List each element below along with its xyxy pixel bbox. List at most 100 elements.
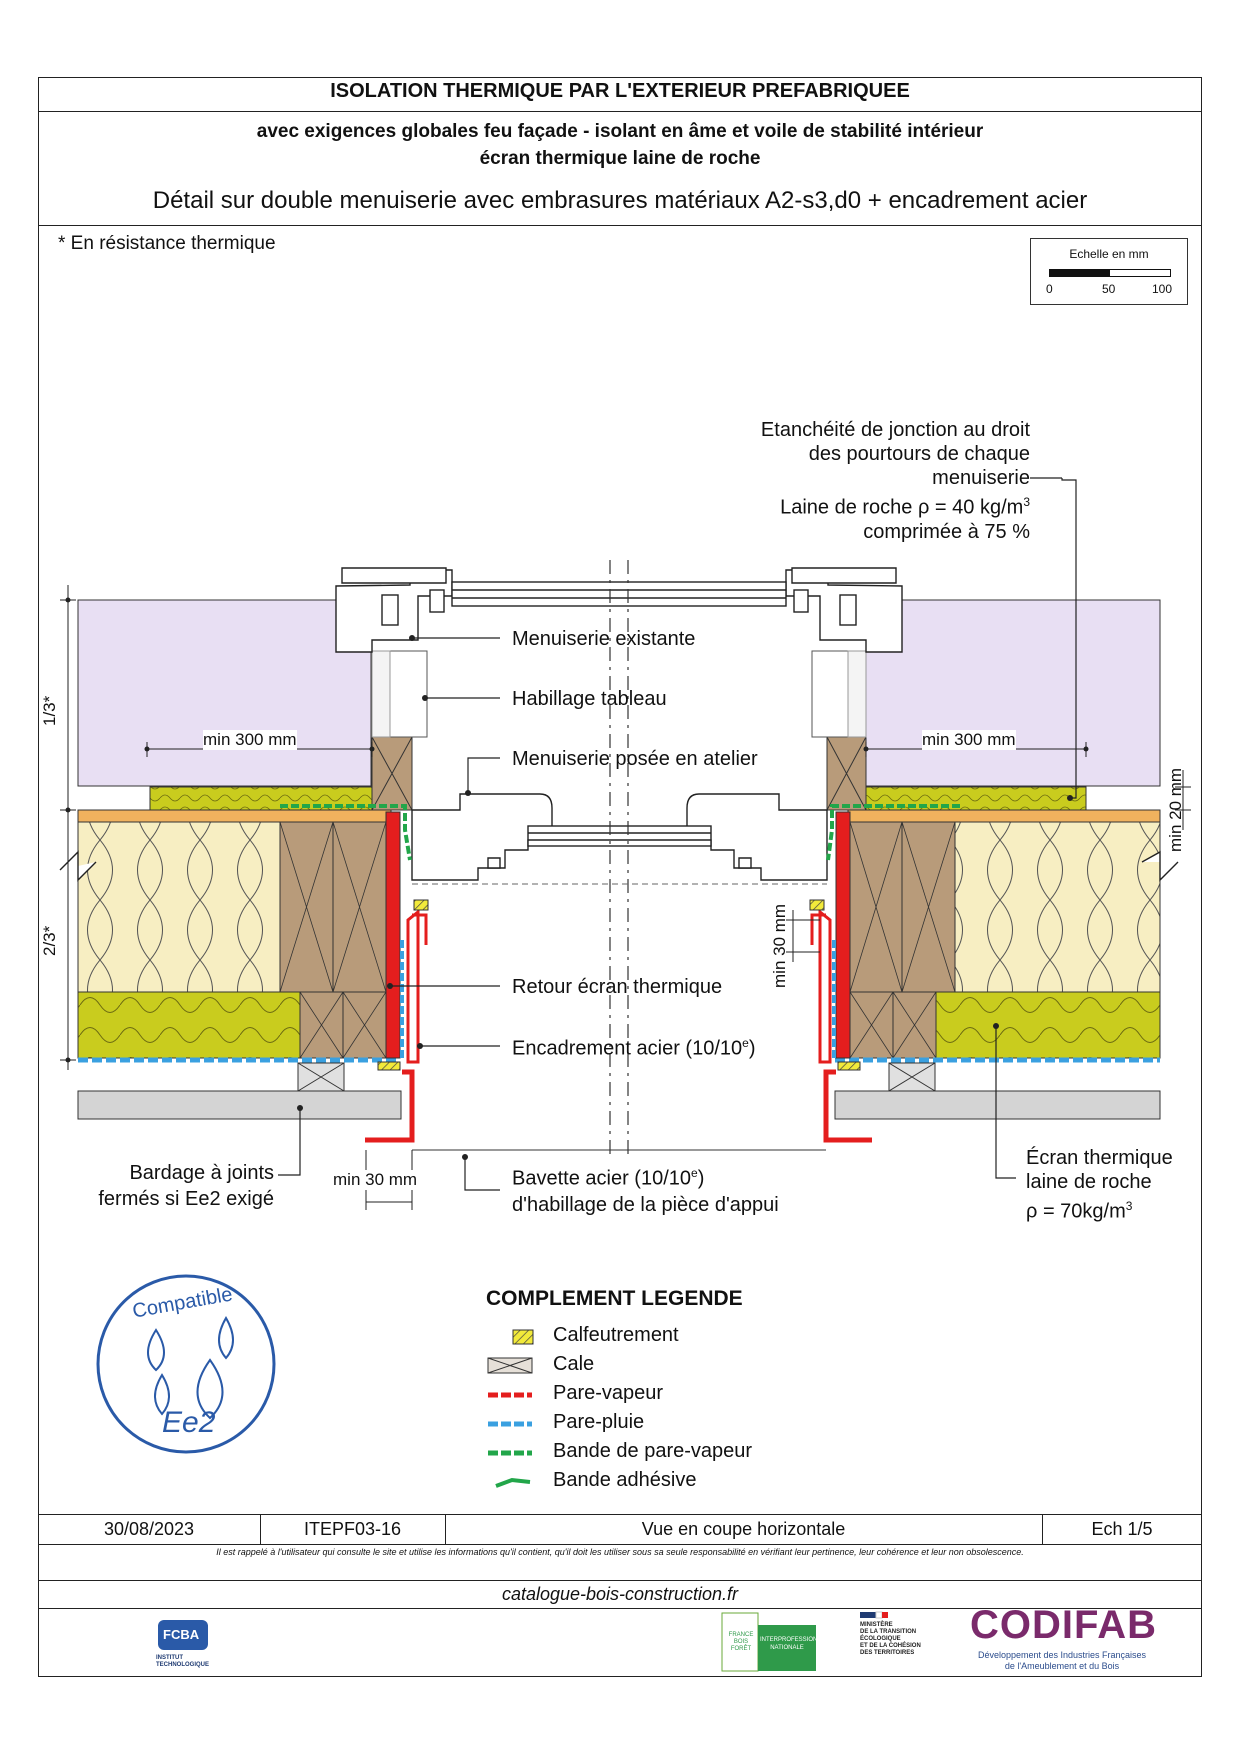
ministere-line-3: ÉCOLOGIQUE [860, 1636, 901, 1642]
cladding-right [834, 1090, 1161, 1120]
sealant-left-bottom [377, 1061, 401, 1071]
divider [38, 1580, 1202, 1581]
disclaimer: Il est rappelé à l'utilisateur qui consu… [216, 1547, 1024, 1557]
encadrement-sup: e [742, 1036, 749, 1050]
scale-tick-100: 100 [1152, 282, 1173, 296]
dim-min30-bottom: min 30 mm [333, 1170, 418, 1190]
ministere-line-5: DES TERRITOIRES [860, 1650, 915, 1656]
label-etancheite: Etanchéité de jonction au droit des pour… [700, 418, 1030, 544]
ecran-line-2: laine de roche [1026, 1171, 1152, 1193]
existing-wall-right [865, 599, 1161, 787]
dim-min300-left: min 300 mm [203, 730, 297, 750]
fcba-sub: INSTITUT TECHNOLOGIQUE [156, 1655, 209, 1669]
etancheite-line-5: comprimée à 75 % [863, 520, 1030, 543]
footer-ref: ITEPF03-16 [303, 1519, 402, 1539]
wood-fibre-insulation-left [77, 821, 281, 993]
dim-min20: min 20 mm [1166, 767, 1185, 852]
label-retour-ecran: Retour écran thermique [512, 976, 723, 998]
rockwool-screen-left [77, 991, 301, 1059]
sheet-subtitle-1: avec exigences globales feu façade - iso… [256, 121, 984, 142]
footer-date: 30/08/2023 [103, 1519, 195, 1539]
ministere-logo: MINISTÈRE DE LA TRANSITION ÉCOLOGIQUE ET… [860, 1622, 921, 1657]
label-habillage-tableau: Habillage tableau [512, 688, 667, 710]
steel-frame-right [818, 908, 832, 1064]
vapour-tape-left [280, 804, 412, 861]
label-bardage: Bardage à joints fermés si Ee2 exigé [60, 1160, 274, 1212]
vapour-barrier-right [835, 811, 851, 1059]
cubed-sup: 3 [1023, 495, 1030, 509]
steel-sill-right [823, 1069, 872, 1143]
label-menuiserie-existante: Menuiserie existante [512, 628, 696, 650]
etancheite-line-4: Laine de roche ρ = 40 kg/m3 [700, 490, 1030, 520]
etancheite-line-2: des pourtours de chaque [808, 443, 1030, 465]
sealant-right-top [809, 899, 825, 911]
etancheite-l4a: Laine de roche [780, 496, 918, 519]
vapour-tape-right [826, 804, 960, 861]
steel-frame-left [406, 908, 420, 1064]
scale-bar [1049, 269, 1171, 277]
legend-label: Calfeutrement [553, 1324, 679, 1346]
codifab-sub-2: de l'Ameublement et du Bois [1004, 1661, 1120, 1671]
footer-separator [1042, 1514, 1043, 1544]
label-bavette: Bavette acier (10/10e) d'habillage de la… [512, 1160, 779, 1218]
etancheite-line-1: Etanchéité de jonction au droit [760, 419, 1030, 441]
ministere-line-1: MINISTÈRE [860, 1622, 893, 1628]
lower-studs-left [299, 991, 387, 1059]
ecran-line-3: ρ = 70kg/m3 [1026, 1194, 1173, 1224]
legend-label: Pare-vapeur [553, 1382, 664, 1404]
sealant-right-bottom [837, 1061, 861, 1071]
steel-sill-left [365, 1069, 415, 1143]
wood-studs-left [279, 821, 387, 993]
footer-separator [445, 1514, 446, 1544]
jamb-block-right [826, 736, 867, 811]
etancheite-line-3: menuiserie [932, 467, 1030, 489]
dim-two-thirds: 2/3* [40, 925, 59, 956]
existing-window-right [785, 567, 903, 653]
sealant-left-top [413, 899, 429, 911]
etancheite-l4b: = 40 kg/m [929, 496, 1024, 519]
new-glazing [527, 825, 712, 847]
bavette-line-1: Bavette acier (10/10e) [512, 1160, 779, 1192]
existing-window-left [335, 567, 453, 653]
cubed-sup: 3 [1125, 1199, 1133, 1213]
bavette-line-2: d'habillage de la pièce d'appui [512, 1193, 779, 1216]
divider [38, 225, 1202, 226]
dim-min30-vertical: min 30 mm [770, 903, 789, 988]
badge-ee2: Ee2 [162, 1406, 216, 1439]
batten-left [297, 1062, 345, 1092]
wood-studs-right [849, 821, 956, 993]
existing-glazing [451, 581, 787, 607]
codifab-sub: Développement des Industries Françaises … [962, 1650, 1162, 1672]
scale-bar-box: Echelle en mm 0 50 100 [1030, 238, 1188, 305]
vapour-barrier-left [385, 811, 401, 1059]
footer-view: Vue en coupe horizontale [641, 1519, 846, 1539]
dim-min300-right: min 300 mm [922, 730, 1016, 750]
divider [38, 1608, 1202, 1609]
bardage-line-1: Bardage à joints [129, 1162, 274, 1184]
fcba-sub-1: INSTITUT [156, 1655, 183, 1661]
sheet-title: ISOLATION THERMIQUE PAR L'EXTERIEUR PREF… [330, 80, 910, 102]
legend-label: Cale [553, 1353, 595, 1375]
interpro-logo: INTERPROFESSION NATIONALE [760, 1637, 818, 1651]
label-menuiserie-atelier: Menuiserie posée en atelier [512, 748, 758, 770]
bavette-sup: e [691, 1166, 698, 1180]
ministere-line-2: DE LA TRANSITION [860, 1629, 917, 1635]
rho-symbol: ρ [1026, 1200, 1038, 1223]
scale-tick-0: 0 [1046, 282, 1053, 296]
scale-title: Echelle en mm [1069, 247, 1149, 261]
encadrement-a: Encadrement acier (10/10 [512, 1037, 743, 1060]
footer-scale: Ech 1/5 [1091, 1519, 1153, 1539]
fcba-sub-2: TECHNOLOGIQUE [156, 1662, 210, 1668]
batten-right [888, 1062, 936, 1092]
fbf-logo: FRANCE BOIS FORÊT [728, 1632, 754, 1652]
sheet-frame [38, 77, 1202, 1677]
wood-fibre-insulation-right [954, 821, 1161, 993]
legend-label: Bande de pare-vapeur [553, 1440, 753, 1462]
website-link[interactable]: catalogue-bois-construction.fr [501, 1584, 739, 1604]
bardage-line-2: fermés si Ee2 exigé [98, 1188, 274, 1210]
ee2-badge [96, 1274, 276, 1454]
legend-symbols [487, 1329, 534, 1488]
thermal-note: * En résistance thermique [58, 233, 276, 254]
legend-label: Bande adhésive [553, 1469, 697, 1491]
